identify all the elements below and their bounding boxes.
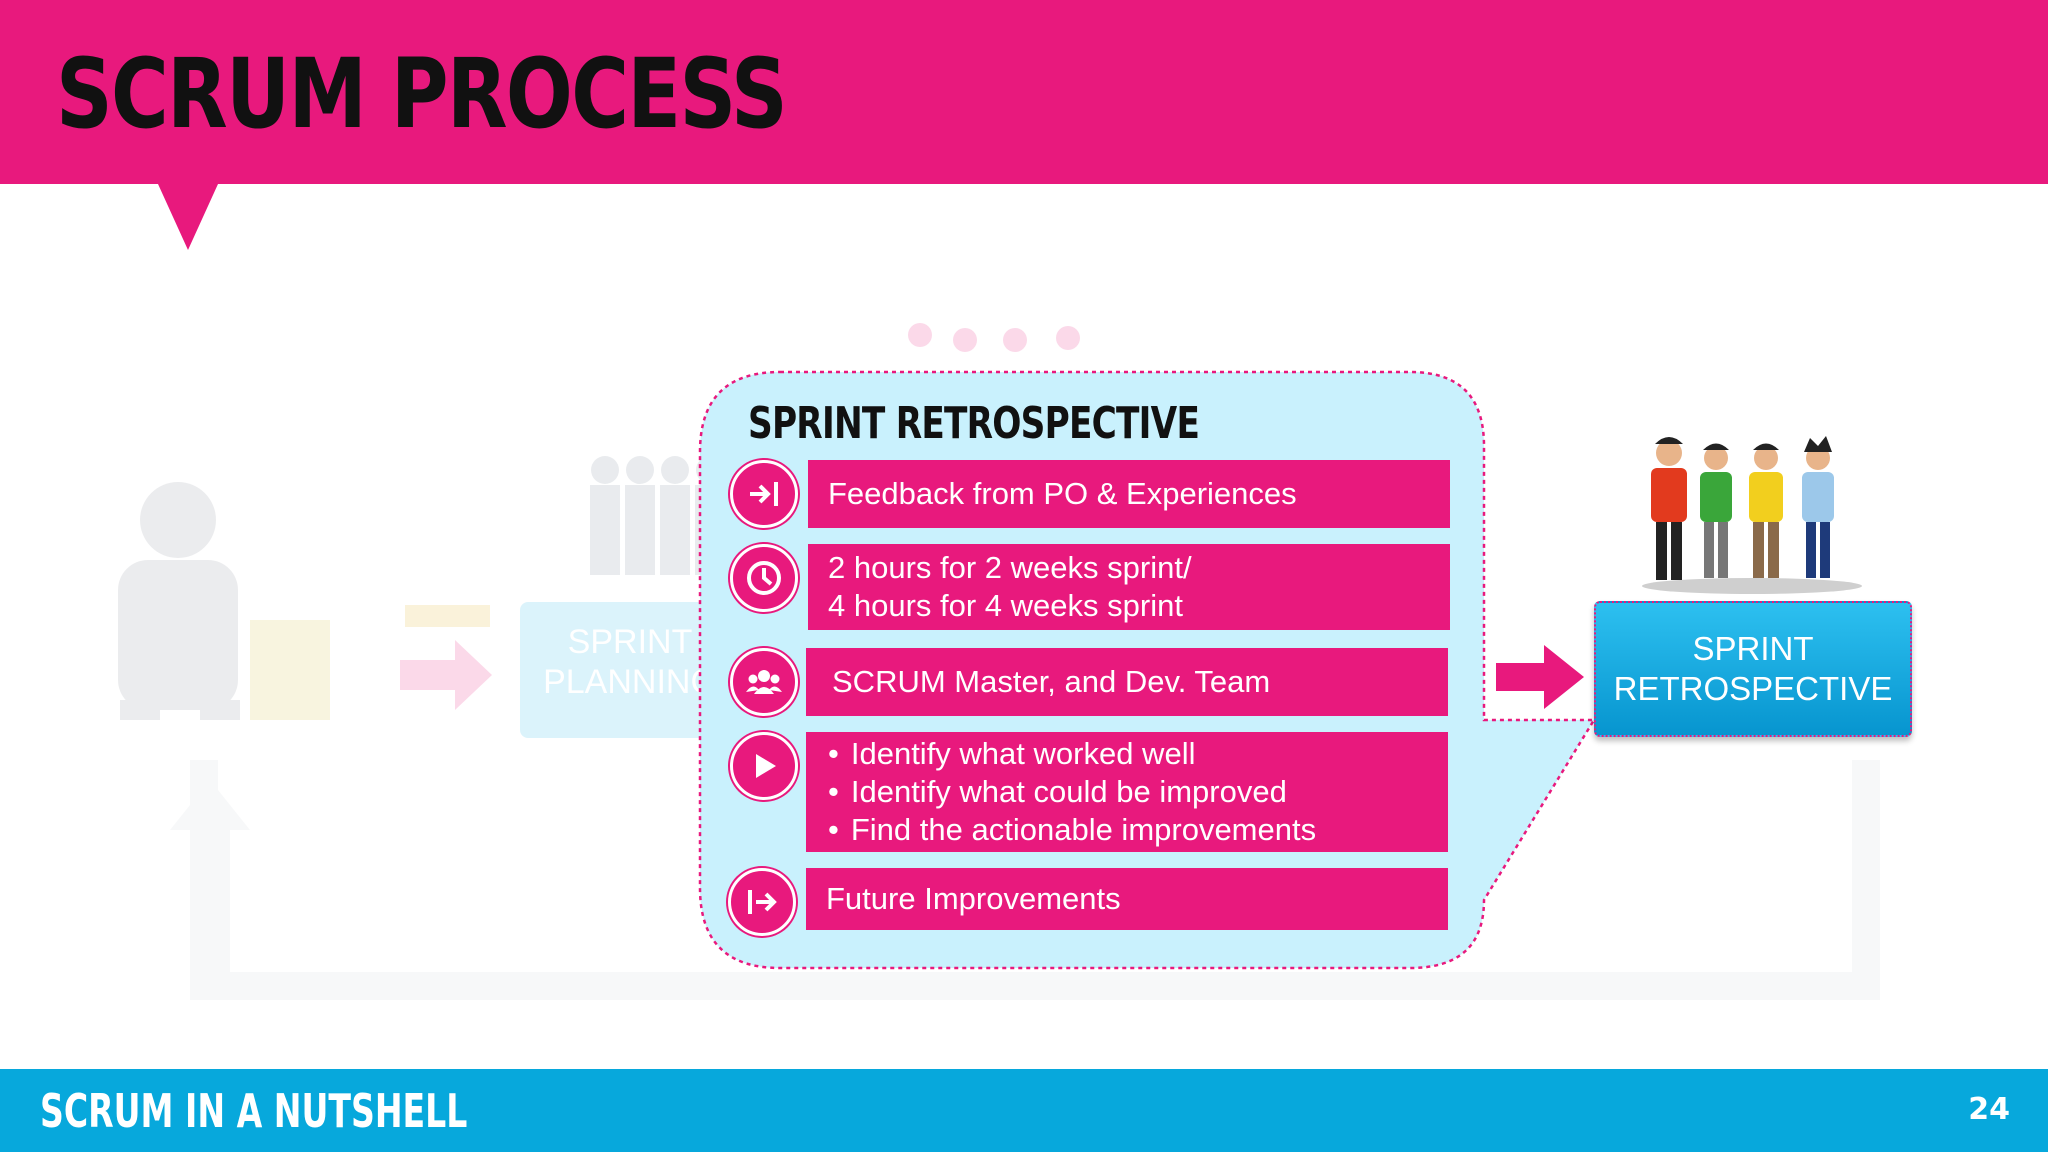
play-icon — [730, 732, 798, 800]
loop-arrow-up — [190, 820, 230, 990]
slide-title: SCRUM PROCESS — [56, 38, 788, 150]
row-feedback: Feedback from PO & Experiences — [808, 460, 1450, 528]
row-participants: SCRUM Master, and Dev. Team — [806, 648, 1448, 716]
row-activities: Identify what worked well Identify what … — [806, 732, 1448, 852]
team-icon — [730, 648, 798, 716]
page-number: 24 — [1968, 1092, 2010, 1127]
exit-arrow-icon — [728, 868, 796, 936]
faded-arrow — [400, 640, 492, 710]
sprint-planning-line1: SPRINT — [567, 623, 693, 661]
retro-box-line1: SPRINT — [1692, 630, 1814, 667]
daily-team-figures — [908, 323, 1080, 352]
header-band — [0, 0, 2048, 184]
row-outcome-text: Future Improvements — [826, 881, 1121, 916]
sprint-retrospective-box: SPRINT RETROSPECTIVE — [1594, 601, 1912, 737]
activity-bullet-3: Find the actionable improvements — [828, 811, 1448, 849]
right-arrow-icon — [1496, 645, 1584, 709]
row-feedback-text: Feedback from PO & Experiences — [828, 476, 1297, 511]
feedback-loop-line — [190, 760, 1880, 1000]
footer-title: SCRUM IN A NUTSHELL — [40, 1084, 468, 1138]
row-outcome: Future Improvements — [806, 868, 1448, 930]
loop-arrow-head — [170, 780, 250, 830]
row-duration-line1: 2 hours for 2 weeks sprint/ — [828, 550, 1192, 585]
row-duration: 2 hours for 2 weeks sprint/ 4 hours for … — [808, 544, 1450, 630]
clock-icon — [730, 544, 798, 612]
header-pointer — [158, 184, 218, 250]
sprint-planning-label: SPRINT PLANNING — [520, 622, 740, 702]
retro-box-line2: RETROSPECTIVE — [1613, 670, 1893, 707]
sprint-planning-line2: PLANNING — [543, 663, 717, 701]
activity-bullet-2: Identify what could be improved — [828, 773, 1448, 811]
product-owner-figure — [118, 482, 240, 720]
row-participants-text: SCRUM Master, and Dev. Team — [832, 664, 1271, 699]
panel-title: SPRINT RETROSPECTIVE — [748, 398, 1200, 449]
sprint-backlog-box — [405, 605, 490, 627]
footer-band — [0, 1069, 2048, 1152]
enter-arrow-icon — [730, 460, 798, 528]
row-duration-line2: 4 hours for 4 weeks sprint — [828, 588, 1183, 623]
backlog-box — [250, 620, 330, 720]
activity-bullet-1: Identify what worked well — [828, 735, 1448, 773]
